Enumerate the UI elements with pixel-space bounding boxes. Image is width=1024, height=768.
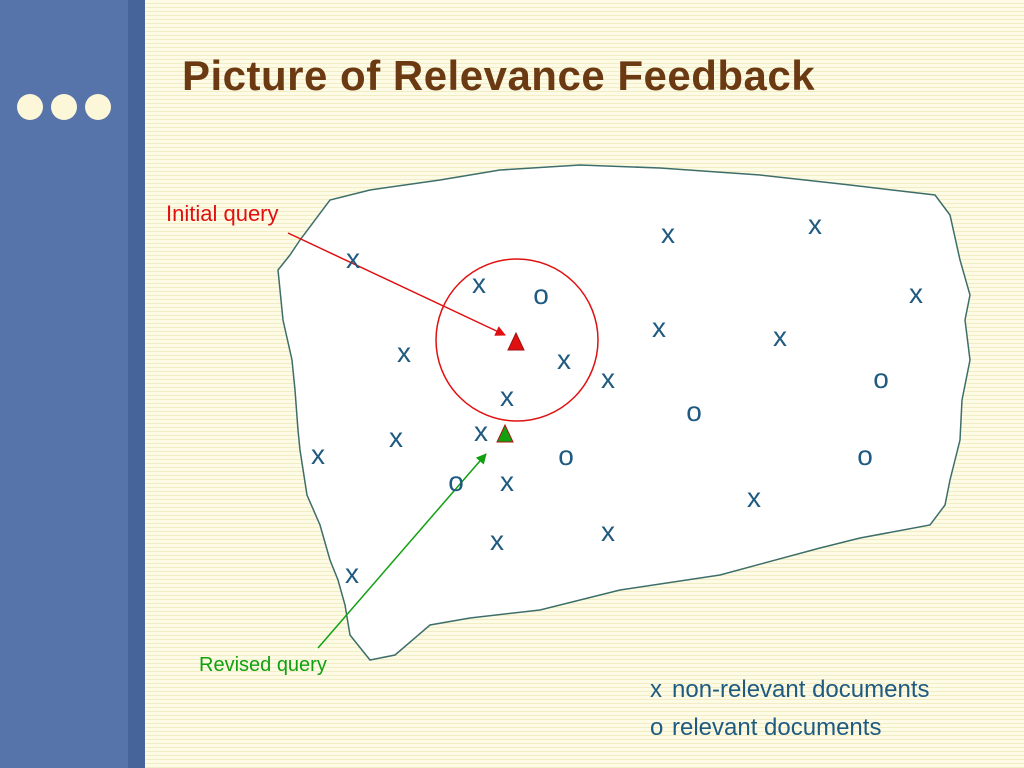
page-title: Picture of Relevance Feedback — [182, 52, 816, 99]
non-relevant-document-mark: x — [345, 558, 359, 589]
initial-query-label: Initial query — [166, 201, 279, 226]
non-relevant-document-mark: x — [747, 482, 761, 513]
relevant-document-mark: o — [448, 466, 464, 497]
legend-symbol: o — [650, 714, 664, 741]
non-relevant-document-mark: x — [389, 422, 403, 453]
non-relevant-document-mark: x — [474, 416, 488, 447]
relevant-document-mark: o — [558, 440, 574, 471]
relevant-document-mark: o — [533, 279, 549, 310]
non-relevant-document-mark: x — [652, 312, 666, 343]
revised-query-label: Revised query — [199, 654, 327, 676]
non-relevant-document-mark: x — [661, 218, 675, 249]
non-relevant-document-mark: x — [808, 209, 822, 240]
non-relevant-document-mark: x — [472, 268, 486, 299]
non-relevant-document-mark: x — [346, 243, 360, 274]
revised-query-marker — [496, 423, 514, 443]
sidebar — [0, 0, 128, 768]
legend-label: relevant documents — [672, 714, 882, 741]
document-space-boundary — [277, 164, 971, 661]
initial-query-marker — [507, 331, 525, 351]
revised-query-arrow — [317, 453, 487, 649]
non-relevant-document-mark: x — [490, 525, 504, 556]
legend-item: x non-relevant documents — [650, 676, 929, 704]
legend-symbol: x — [650, 676, 662, 703]
non-relevant-document-mark: x — [500, 381, 514, 412]
relevant-document-mark: o — [686, 396, 702, 427]
initial-query-arrow — [287, 232, 506, 336]
query-neighborhood-circle — [435, 258, 599, 422]
non-relevant-document-mark: x — [397, 337, 411, 368]
non-relevant-document-mark: x — [909, 278, 923, 309]
non-relevant-document-mark: x — [557, 344, 571, 375]
legend-label: non-relevant documents — [672, 676, 930, 703]
non-relevant-document-mark: x — [601, 516, 615, 547]
bullet-dot-icon — [51, 94, 77, 120]
relevant-document-mark: o — [857, 440, 873, 471]
bullet-dot-icon — [85, 94, 111, 120]
non-relevant-document-mark: x — [500, 466, 514, 497]
non-relevant-document-mark: x — [773, 321, 787, 352]
non-relevant-document-mark: x — [311, 439, 325, 470]
sidebar-stripe — [128, 0, 145, 768]
bullet-dot-icon — [17, 94, 43, 120]
relevant-document-mark: o — [873, 363, 889, 394]
legend-item: o relevant documents — [650, 714, 881, 742]
non-relevant-document-mark: x — [601, 363, 615, 394]
